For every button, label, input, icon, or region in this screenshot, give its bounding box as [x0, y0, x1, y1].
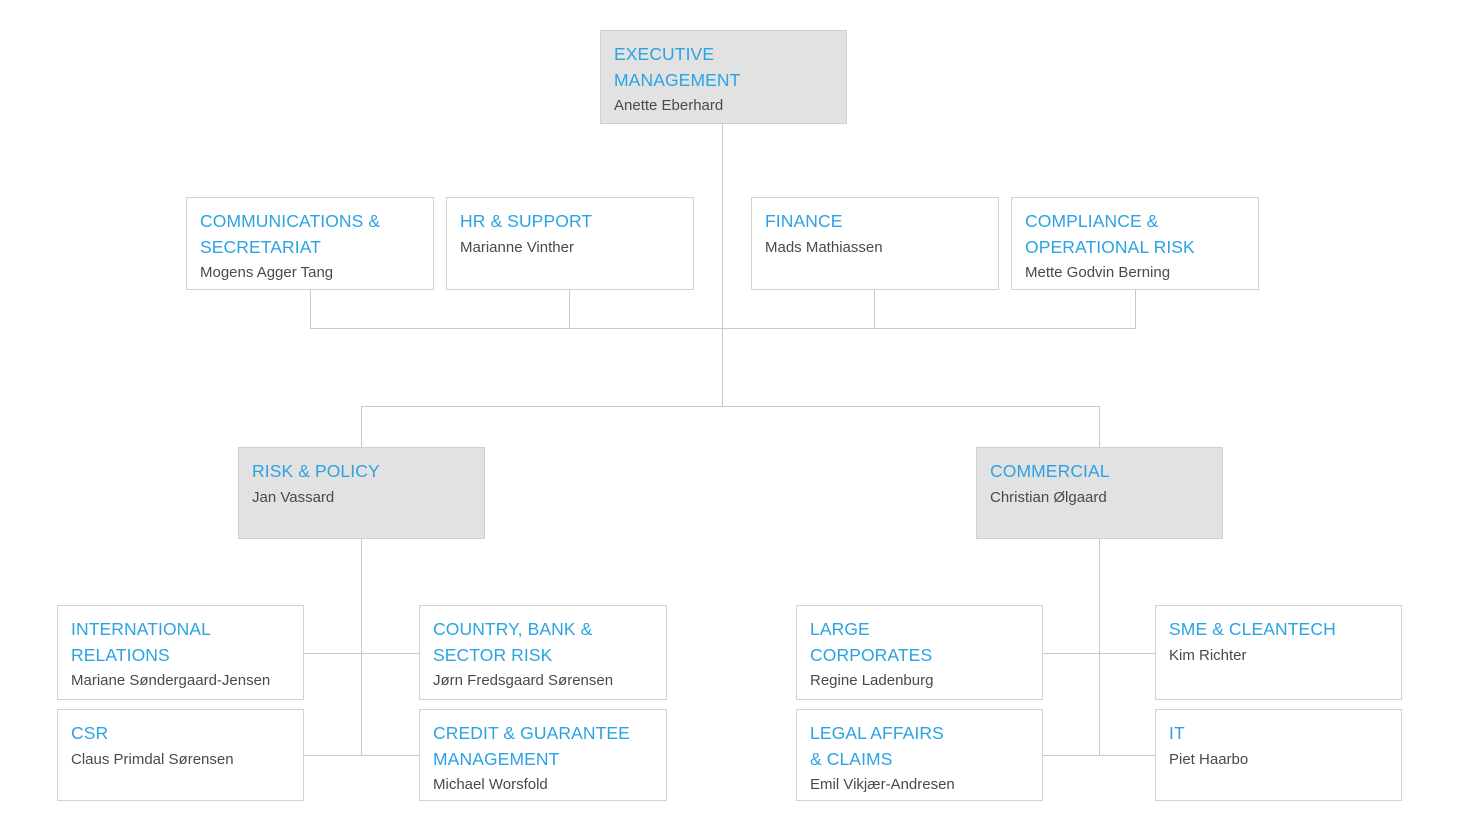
unit-person: Mette Godvin Berning — [1025, 264, 1171, 282]
connector-row3-bar — [361, 406, 1100, 407]
unit-title: LEGAL AFFAIRS & CLAIMS — [810, 723, 944, 769]
unit-title: CREDIT & GUARANTEE MANAGEMENT — [433, 723, 630, 769]
node-legal-affairs-claims[interactable]: LEGAL AFFAIRS & CLAIMS Emil Vikjær-Andre… — [796, 709, 1043, 801]
unit-person: Christian Ølgaard — [990, 488, 1107, 506]
unit-title: RISK & POLICY — [252, 461, 380, 481]
unit-person: Michael Worsfold — [433, 776, 548, 794]
unit-title: FINANCE — [765, 211, 843, 231]
connector-row2-bar — [310, 328, 1136, 329]
node-compliance-operational-risk[interactable]: COMPLIANCE & OPERATIONAL RISK Mette Godv… — [1011, 197, 1259, 290]
unit-person: Emil Vikjær-Andresen — [810, 776, 955, 794]
unit-person: Claus Primdal Sørensen — [71, 750, 234, 768]
node-credit-guarantee-management[interactable]: CREDIT & GUARANTEE MANAGEMENT Michael Wo… — [419, 709, 667, 801]
node-commercial[interactable]: COMMERCIAL Christian Ølgaard — [976, 447, 1223, 539]
connector-risk-branch-upper — [304, 653, 419, 654]
unit-person: Regine Ladenburg — [810, 672, 934, 690]
unit-person: Marianne Vinther — [460, 238, 574, 256]
connector-commercial-cluster-spine — [1099, 539, 1100, 756]
unit-person: Jørn Fredsgaard Sørensen — [433, 672, 614, 690]
unit-person: Anette Eberhard — [614, 97, 724, 115]
node-country-bank-sector-risk[interactable]: COUNTRY, BANK & SECTOR RISK Jørn Fredsga… — [419, 605, 667, 700]
connector-drop-hr — [569, 290, 570, 329]
node-hr-support[interactable]: HR & SUPPORT Marianne Vinther — [446, 197, 694, 290]
connector-exec-spine — [722, 124, 723, 407]
unit-person: Piet Haarbo — [1169, 750, 1249, 768]
unit-title: CSR — [71, 723, 109, 743]
unit-person: Mariane Søndergaard-Jensen — [71, 672, 271, 690]
connector-drop-risk-policy — [361, 406, 362, 447]
node-sme-cleantech[interactable]: SME & CLEANTECH Kim Richter — [1155, 605, 1402, 700]
unit-person: Mads Mathiassen — [765, 238, 883, 256]
unit-title: LARGE CORPORATES — [810, 619, 933, 665]
connector-commercial-branch-upper — [1043, 653, 1155, 654]
node-communications-secretariat[interactable]: COMMUNICATIONS & SECRETARIAT Mogens Agge… — [186, 197, 434, 290]
unit-title: INTERNATIONAL RELATIONS — [71, 619, 212, 665]
connector-commercial-branch-lower — [1043, 755, 1155, 756]
unit-person: Jan Vassard — [252, 488, 335, 506]
node-it[interactable]: IT Piet Haarbo — [1155, 709, 1402, 801]
unit-title: IT — [1169, 723, 1185, 743]
unit-title: COMPLIANCE & OPERATIONAL RISK — [1025, 211, 1195, 257]
unit-person: Mogens Agger Tang — [200, 264, 334, 282]
node-executive-management[interactable]: EXECUTIVE MANAGEMENT Anette Eberhard — [600, 30, 847, 124]
connector-risk-cluster-spine — [361, 539, 362, 756]
node-international-relations[interactable]: INTERNATIONAL RELATIONS Mariane Sønderga… — [57, 605, 304, 700]
connector-drop-commercial — [1099, 406, 1100, 447]
unit-title: COMMUNICATIONS & SECRETARIAT — [200, 211, 381, 257]
connector-drop-communications — [310, 290, 311, 329]
node-large-corporates[interactable]: LARGE CORPORATES Regine Ladenburg — [796, 605, 1043, 700]
node-risk-policy[interactable]: RISK & POLICY Jan Vassard — [238, 447, 485, 539]
connector-drop-compliance — [1135, 290, 1136, 329]
node-finance[interactable]: FINANCE Mads Mathiassen — [751, 197, 999, 290]
node-csr[interactable]: CSR Claus Primdal Sørensen — [57, 709, 304, 801]
unit-title: SME & CLEANTECH — [1169, 619, 1336, 639]
unit-title: COMMERCIAL — [990, 461, 1110, 481]
unit-person: Kim Richter — [1169, 646, 1247, 664]
unit-title: HR & SUPPORT — [460, 211, 593, 231]
unit-title: EXECUTIVE MANAGEMENT — [614, 44, 741, 90]
connector-risk-branch-lower — [304, 755, 419, 756]
unit-title: COUNTRY, BANK & SECTOR RISK — [433, 619, 593, 665]
connector-drop-finance — [874, 290, 875, 329]
